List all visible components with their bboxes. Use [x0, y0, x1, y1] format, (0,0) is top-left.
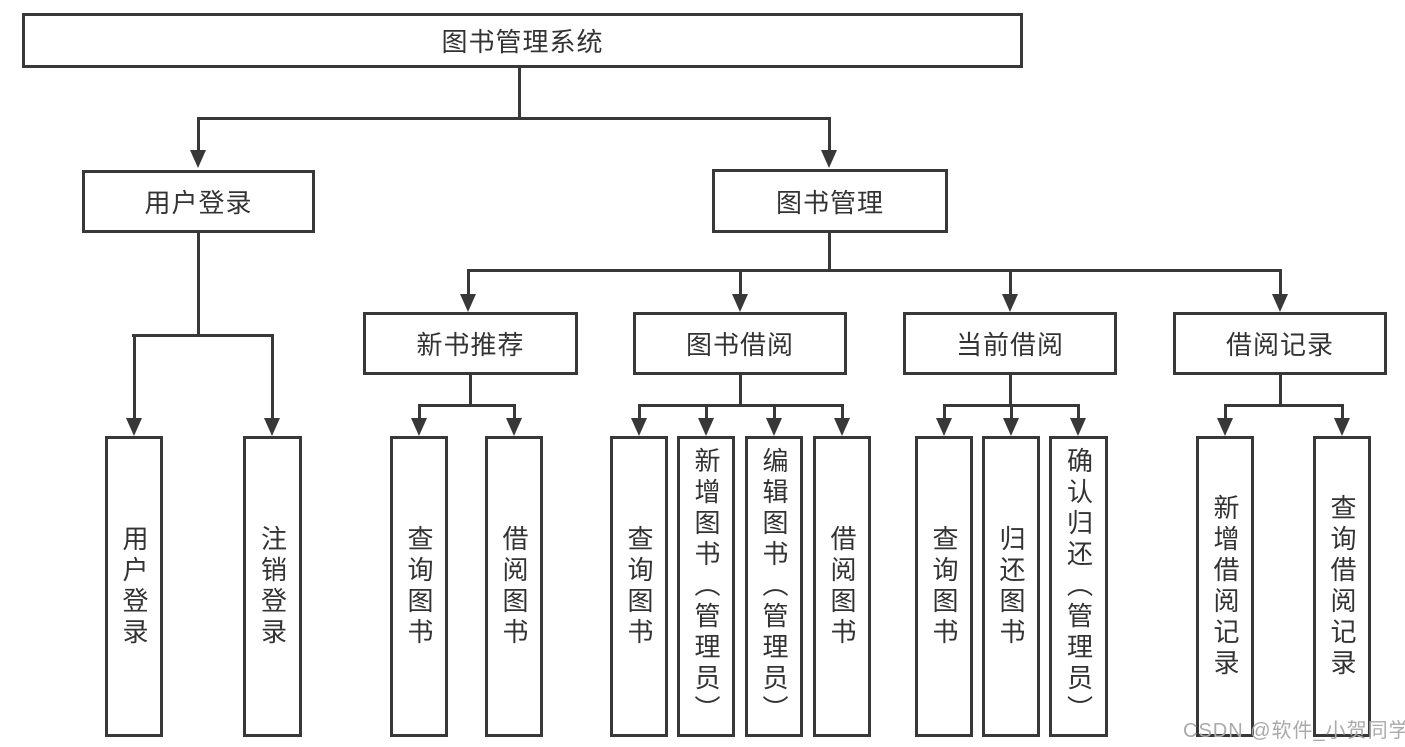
arrowhead-down-icon — [1272, 294, 1288, 312]
leaf-label: 查询图书 — [929, 524, 959, 649]
arrowhead-down-icon — [766, 418, 782, 436]
connector-arrow-line — [942, 404, 946, 418]
connector-arrow-line — [840, 404, 844, 418]
node-new-book-recommendation: 新书推荐 — [363, 312, 578, 375]
node-root-label: 图书管理系统 — [441, 27, 604, 57]
arrowhead-down-icon — [936, 418, 952, 436]
leaf-label: 新增图书（管理员） — [691, 447, 721, 726]
arrowhead-down-icon — [506, 418, 522, 436]
leaf-query-books-recommendation: 查询图书 — [390, 436, 448, 737]
connector-arrow-line — [417, 404, 421, 418]
connector-stem — [738, 375, 742, 404]
arrowhead-down-icon — [1217, 418, 1233, 436]
node-user-login: 用户登录 — [82, 170, 315, 233]
leaf-label: 编辑图书（管理员） — [759, 447, 789, 726]
node-current-borrowing: 当前借阅 — [903, 312, 1117, 375]
connector-arrow-line — [1009, 404, 1013, 418]
node-root: 图书管理系统 — [22, 13, 1023, 68]
connector-arrow-line — [738, 269, 742, 294]
leaf-logout: 注销登录 — [243, 436, 302, 737]
connector-user-login-split — [132, 334, 273, 337]
arrowhead-down-icon — [1334, 418, 1350, 436]
node-book-borrowing-label: 图书借阅 — [685, 330, 794, 360]
arrowhead-down-icon — [411, 418, 427, 436]
leaf-user-login: 用户登录 — [105, 436, 163, 737]
arrowhead-down-icon — [264, 418, 280, 436]
node-user-login-label: 用户登录 — [144, 188, 253, 218]
connector-arrow-line — [1223, 404, 1227, 418]
connector-root-stem — [518, 68, 521, 117]
connector-arrow-line — [132, 334, 136, 418]
leaf-edit-book-admin: 编辑图书（管理员） — [745, 436, 803, 737]
leaf-query-books-borrowing: 查询图书 — [610, 436, 668, 737]
arrowhead-down-icon — [126, 418, 142, 436]
leaf-borrow-books-borrowing: 借阅图书 — [813, 436, 871, 737]
leaf-borrow-books-recommendation: 借阅图书 — [485, 436, 543, 737]
leaf-label: 新增借阅记录 — [1210, 493, 1240, 680]
connector-arrow-line — [1076, 404, 1080, 418]
arrowhead-down-icon — [1070, 418, 1086, 436]
leaf-add-borrow-record: 新增借阅记录 — [1196, 436, 1254, 737]
leaf-label: 借阅图书 — [827, 524, 857, 649]
arrowhead-down-icon — [190, 150, 206, 168]
connector-arrow-line — [270, 334, 274, 418]
connector-split — [637, 404, 844, 407]
connector-book-management-stem — [828, 233, 831, 269]
connector-arrow-line — [828, 117, 831, 153]
arrowhead-down-icon — [1002, 294, 1018, 312]
node-book-borrowing: 图书借阅 — [633, 312, 847, 375]
node-book-management: 图书管理 — [712, 169, 948, 233]
leaf-add-book-admin: 新增图书（管理员） — [677, 436, 735, 737]
connector-arrow-line — [637, 404, 641, 418]
connector-stem — [1008, 375, 1012, 404]
watermark: CSDN @软件_小贺同学 — [1183, 720, 1405, 742]
connector-split — [1223, 404, 1344, 407]
connector-arrow-line — [1278, 269, 1282, 294]
leaf-label: 用户登录 — [119, 524, 149, 649]
leaf-label: 确认归还（管理员） — [1063, 447, 1094, 726]
leaf-label: 注销登录 — [257, 524, 288, 649]
connector-arrow-line — [704, 404, 708, 418]
node-borrowing-records: 借阅记录 — [1173, 312, 1387, 375]
node-current-borrowing-label: 当前借阅 — [955, 330, 1064, 360]
node-borrowing-records-label: 借阅记录 — [1225, 330, 1334, 360]
leaf-label: 查询图书 — [624, 524, 654, 649]
leaf-label: 查询图书 — [404, 524, 434, 649]
connector-stem — [469, 375, 472, 404]
connector-arrow-line — [1008, 269, 1012, 294]
arrowhead-down-icon — [821, 150, 837, 168]
connector-arrow-line — [466, 269, 470, 294]
leaf-label: 查询借阅记录 — [1327, 493, 1357, 680]
leaf-query-borrow-record: 查询借阅记录 — [1313, 436, 1371, 737]
arrowhead-down-icon — [631, 418, 647, 436]
leaf-label: 借阅图书 — [499, 524, 529, 649]
connector-level2-split — [467, 269, 1282, 272]
arrowhead-down-icon — [732, 294, 748, 312]
connector-level1-split — [197, 117, 831, 120]
arrowhead-down-icon — [460, 294, 476, 312]
connector-arrow-line — [512, 404, 516, 418]
leaf-confirm-return-admin: 确认归还（管理员） — [1049, 436, 1108, 737]
connector-arrow-line — [772, 404, 776, 418]
connector-user-login-stem — [197, 233, 200, 334]
leaf-label: 归还图书 — [996, 524, 1026, 649]
leaf-return-book: 归还图书 — [982, 436, 1040, 737]
connector-split — [417, 404, 516, 407]
leaf-query-books-current: 查询图书 — [915, 436, 973, 737]
connector-arrow-line — [1340, 404, 1344, 418]
node-book-management-label: 图书管理 — [775, 187, 884, 218]
connector-arrow-line — [197, 117, 200, 153]
arrowhead-down-icon — [1003, 418, 1019, 436]
arrowhead-down-icon — [698, 418, 714, 436]
connector-stem — [1278, 375, 1282, 404]
arrowhead-down-icon — [834, 418, 850, 436]
node-new-book-recommendation-label: 新书推荐 — [416, 330, 525, 360]
